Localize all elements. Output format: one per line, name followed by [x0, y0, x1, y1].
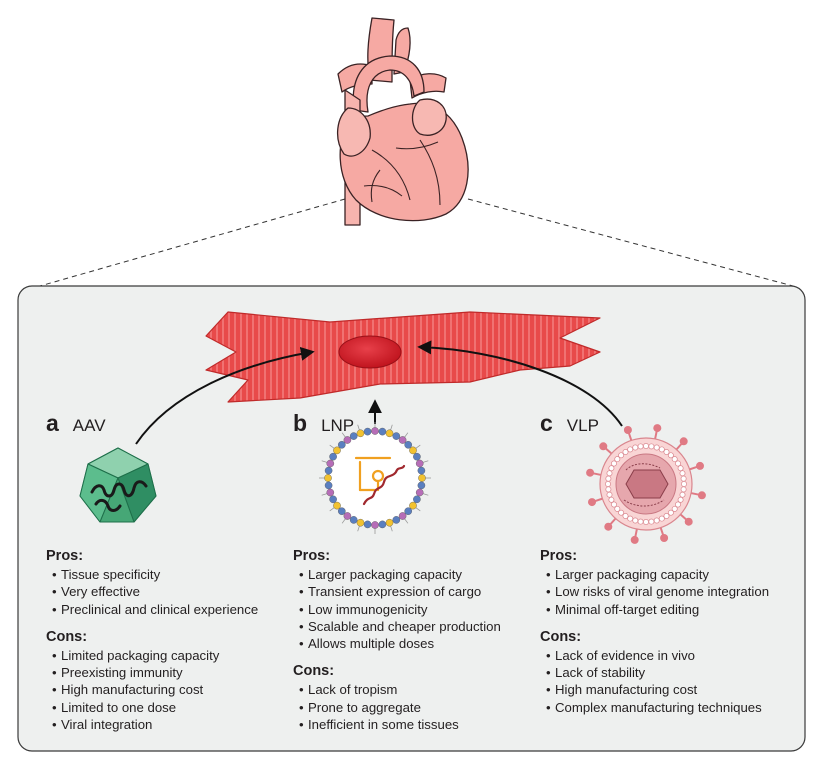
vlp-pros-cons: Pros: Larger packaging capacity Low risk…	[540, 547, 800, 726]
panel-name: AAV	[72, 416, 106, 435]
pros-heading: Pros:	[293, 548, 331, 564]
zoom-line-left	[39, 198, 346, 287]
list-item: Allows multiple doses	[293, 635, 533, 653]
pros-list: Larger packaging capacity Transient expr…	[293, 566, 533, 653]
list-item: Larger packaging capacity	[540, 566, 800, 584]
cons-heading: Cons:	[293, 663, 335, 680]
list-item: Low risks of viral genome integration	[540, 583, 800, 601]
panel-letter: a	[46, 410, 59, 436]
heart-icon	[337, 17, 469, 226]
list-item: Prone to aggregate	[293, 699, 533, 717]
cons-list: Limited packaging capacity Preexisting i…	[46, 647, 286, 734]
list-item: Lack of evidence in vivo	[540, 647, 800, 665]
cons-heading: Cons:	[46, 628, 88, 645]
arrow-aav-to-cell	[135, 346, 315, 445]
arrow-vlp-to-cell	[417, 340, 623, 427]
list-item: High manufacturing cost	[46, 681, 286, 699]
pros-list: Tissue specificity Very effective Precli…	[46, 566, 286, 618]
nucleus-icon	[338, 335, 402, 369]
list-item: Preexisting immunity	[46, 664, 286, 682]
list-item: Scalable and cheaper production	[293, 618, 533, 636]
list-item: Preclinical and clinical experience	[46, 601, 286, 619]
list-item: Transient expression of cargo	[293, 583, 533, 601]
list-item: Limited packaging capacity	[46, 647, 286, 665]
panel-label-vlp: c VLP	[540, 410, 599, 437]
panel-name: LNP	[321, 416, 355, 435]
cons-list: Lack of evidence in vivo Lack of stabili…	[540, 647, 800, 716]
zoom-line-right	[467, 198, 794, 287]
list-item: Tissue specificity	[46, 566, 286, 584]
panel-letter: b	[293, 410, 308, 436]
cons-list: Lack of tropism Prone to aggregate Ineff…	[293, 681, 533, 733]
pros-heading: Pros:	[46, 548, 84, 564]
list-item: Complex manufacturing techniques	[540, 699, 800, 717]
list-item: Viral integration	[46, 716, 286, 734]
aav-capsid-icon	[79, 447, 157, 523]
rna-icon	[362, 464, 406, 506]
lnp-icon	[319, 422, 431, 534]
list-item: Inefficient in some tissues	[293, 716, 533, 734]
panel-background	[17, 285, 806, 752]
list-item: Minimal off-target editing	[540, 601, 800, 619]
pros-list: Larger packaging capacity Low risks of v…	[540, 566, 800, 618]
panel-name: VLP	[566, 416, 599, 435]
list-item: Low immunogenicity	[293, 601, 533, 619]
list-item: Lack of stability	[540, 664, 800, 682]
panel-label-aav: a AAV	[46, 410, 106, 437]
cons-heading: Cons:	[540, 628, 582, 645]
panel-label-lnp: b LNP	[293, 410, 354, 437]
list-item: Limited to one dose	[46, 699, 286, 717]
panel-letter: c	[540, 410, 553, 436]
list-item: Larger packaging capacity	[293, 566, 533, 584]
list-item: Lack of tropism	[293, 681, 533, 699]
muscle-cell-icon	[205, 311, 601, 403]
pros-heading: Pros:	[540, 548, 578, 564]
vlp-icon	[586, 424, 706, 544]
list-item: Very effective	[46, 583, 286, 601]
aav-pros-cons: Pros: Tissue specificity Very effective …	[46, 547, 286, 743]
list-item: High manufacturing cost	[540, 681, 800, 699]
lnp-pros-cons: Pros: Larger packaging capacity Transien…	[293, 547, 533, 743]
